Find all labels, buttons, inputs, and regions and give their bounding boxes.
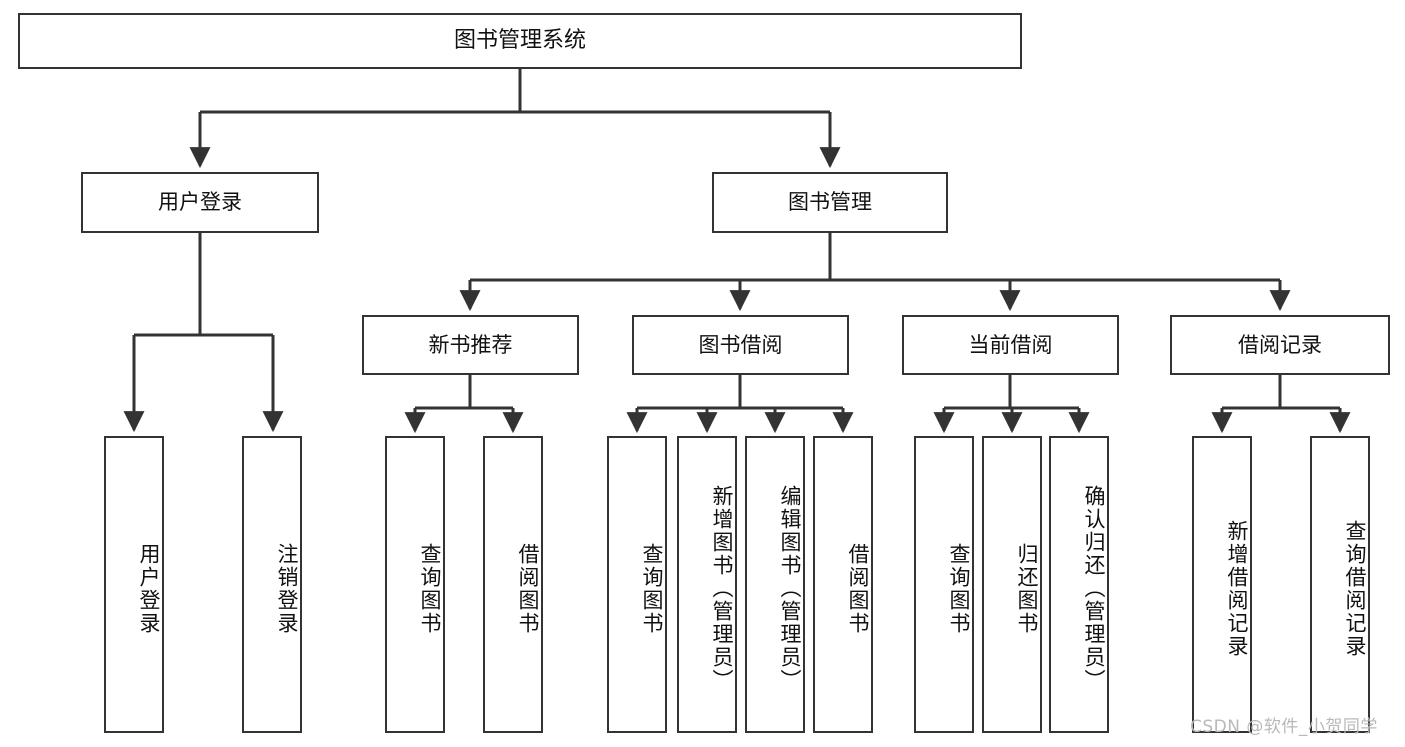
node-borrowing-record[interactable]: 借阅记录 [1170, 315, 1390, 375]
node-leaf-borrow-book[interactable]: 借阅图书 [813, 436, 873, 733]
node-user-login[interactable]: 用户登录 [81, 172, 319, 233]
node-leaf-borrow-book-new[interactable]: 借阅图书 [483, 436, 543, 733]
node-leaf-return-book[interactable]: 归还图书 [982, 436, 1042, 733]
node-leaf-confirm-return-admin[interactable]: 确认归还（管理员） [1049, 436, 1109, 733]
node-root-book-management-system[interactable]: 图书管理系统 [18, 13, 1022, 69]
csdn-watermark: CSDN @软件_小贺同学 [1190, 717, 1378, 737]
node-leaf-add-book-admin[interactable]: 新增图书（管理员） [677, 436, 737, 733]
node-leaf-query-borrow-record[interactable]: 查询借阅记录 [1310, 436, 1370, 733]
node-leaf-logout[interactable]: 注销登录 [242, 436, 302, 733]
node-current-borrowing[interactable]: 当前借阅 [902, 315, 1119, 375]
node-leaf-query-book-new[interactable]: 查询图书 [385, 436, 445, 733]
node-book-management[interactable]: 图书管理 [712, 172, 948, 233]
node-leaf-edit-book-admin[interactable]: 编辑图书（管理员） [745, 436, 805, 733]
node-leaf-user-login[interactable]: 用户登录 [104, 436, 164, 733]
node-new-book-recommendation[interactable]: 新书推荐 [362, 315, 579, 375]
node-leaf-query-book-borrow[interactable]: 查询图书 [607, 436, 667, 733]
node-leaf-add-borrow-record[interactable]: 新增借阅记录 [1192, 436, 1252, 733]
node-book-borrowing[interactable]: 图书借阅 [632, 315, 849, 375]
node-leaf-query-book-current[interactable]: 查询图书 [914, 436, 974, 733]
